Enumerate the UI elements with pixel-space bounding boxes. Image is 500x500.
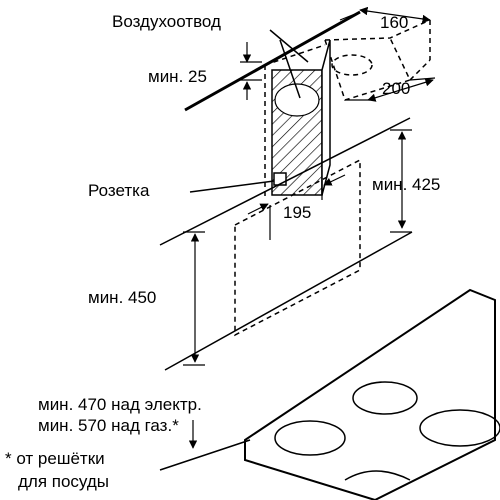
dim-425 (390, 129, 412, 233)
hood-outline (234, 158, 361, 337)
dim-160 (339, 6, 431, 24)
label-160: 160 (380, 13, 408, 32)
label-min-25: мин. 25 (148, 67, 207, 86)
label-min-450: мин. 450 (88, 288, 156, 307)
dim-200 (345, 77, 436, 102)
ceiling-line (184, 10, 361, 112)
duct-outline (324, 19, 431, 101)
footnote-line1: * от решётки (5, 449, 105, 468)
label-min-470: мин. 470 над электр. (38, 395, 202, 414)
socket-leader (189, 180, 275, 193)
label-min-425: мин. 425 (372, 175, 440, 194)
label-200: 200 (382, 79, 410, 98)
wall-line-upper (159, 117, 411, 246)
wall-line-lower (164, 231, 413, 371)
dim-195 (247, 174, 346, 240)
duct-leader (269, 29, 309, 63)
label-min-570: мин. 570 над газ.* (38, 416, 179, 435)
dim-450 (183, 231, 205, 366)
footnote-line2: для посуды (18, 472, 109, 491)
label-socket: Розетка (88, 181, 150, 200)
label-195: 195 (283, 203, 311, 222)
cooktop (244, 288, 500, 500)
hob-reference-line (159, 439, 251, 471)
label-air-duct: Воздухоотвод (112, 12, 221, 31)
dim-min-25 (240, 42, 262, 100)
